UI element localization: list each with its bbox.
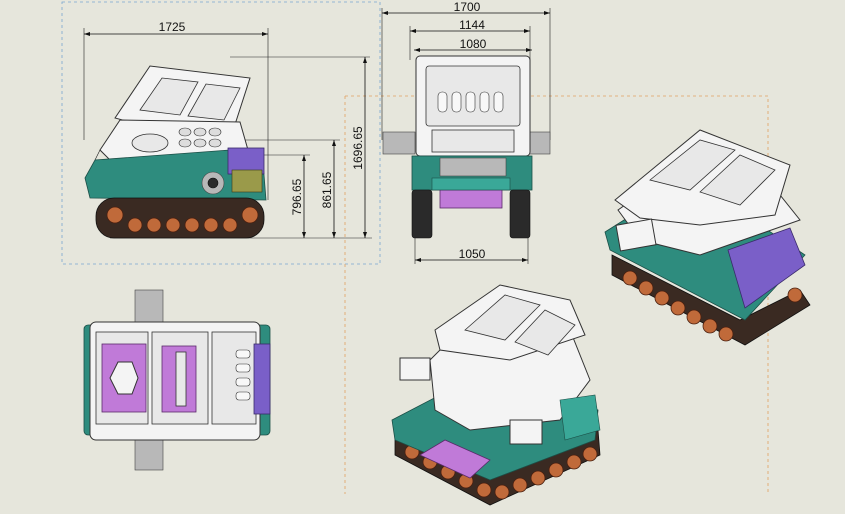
dim-side-height-low: 796.65 <box>290 178 304 215</box>
side-view-guide-box <box>61 1 381 265</box>
dim-side-length: 1725 <box>159 20 186 34</box>
iso-view-right <box>604 129 811 346</box>
iso-view-bottom <box>391 284 601 506</box>
dim-front-width-inner: 1080 <box>460 37 487 51</box>
dim-front-track-width: 1050 <box>459 247 486 261</box>
dim-front-width-total: 1700 <box>454 0 481 14</box>
front-view: 1700 1144 1080 1050 <box>381 0 551 264</box>
top-view <box>83 289 271 471</box>
dim-front-width-mid: 1144 <box>459 18 485 32</box>
side-view: 1725 1696.65 861.65 796.65 <box>83 20 372 239</box>
dim-side-height-total: 1696.65 <box>351 126 365 170</box>
dim-side-height-mid: 861.65 <box>320 171 334 208</box>
